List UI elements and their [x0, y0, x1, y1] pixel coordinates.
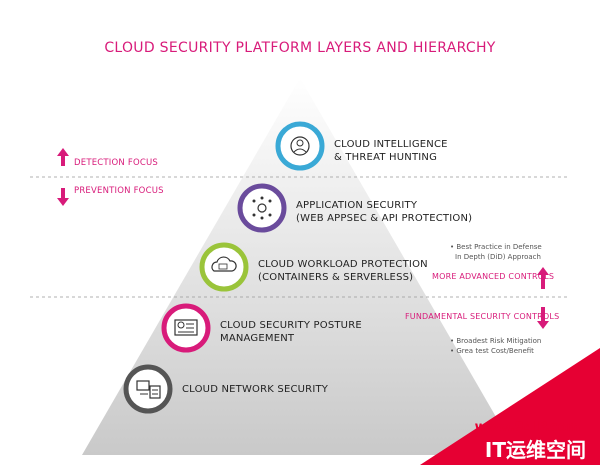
- layer-4-label: CLOUD SECURITY POSTURE MANAGEMENT: [220, 319, 362, 345]
- watermark-url: www.94IP.com: [474, 420, 580, 435]
- note-2-line1: • Broadest Risk Mitigation: [450, 337, 542, 345]
- layer-3-label: CLOUD WORKLOAD PROTECTION (CONTAINERS & …: [258, 258, 428, 284]
- watermark-ribbon: [420, 348, 600, 465]
- layer-4-line1: CLOUD SECURITY POSTURE: [220, 320, 362, 331]
- layer-2-label: APPLICATION SECURITY (WEB APPSEC & API P…: [296, 199, 472, 225]
- layer-5-line1: CLOUD NETWORK SECURITY: [182, 384, 329, 395]
- layer-1-line2: & THREAT HUNTING: [334, 152, 438, 163]
- layer-5-label: CLOUD NETWORK SECURITY: [182, 383, 328, 396]
- note-1-line2: In Depth (DiD) Approach: [455, 253, 541, 261]
- layer-3-line2: (CONTAINERS & SERVERLESS): [258, 272, 414, 283]
- layer-2-line2: (WEB APPSEC & API PROTECTION): [296, 213, 473, 224]
- diagram-title: CLOUD SECURITY PLATFORM LAYERS AND HIERA…: [104, 40, 496, 56]
- pyramid-shape: [82, 78, 518, 455]
- note-2-line2: • Grea test Cost/Benefit: [450, 347, 534, 355]
- threat-hunting-icon: [275, 121, 325, 171]
- prevention-arrow-down-icon: [57, 188, 69, 206]
- watermark-brand: IT运维空间: [484, 438, 586, 462]
- network-servers-icon: [123, 364, 173, 414]
- prevention-focus-label: PREVENTION FOCUS: [74, 186, 164, 196]
- layer-3-line1: CLOUD WORKLOAD PROTECTION: [258, 259, 428, 270]
- fundamental-security-controls-label: FUNDAMENTAL SECURITY CONTROLS: [405, 312, 560, 321]
- note-1-line1: • Best Practice in Defense: [450, 243, 542, 251]
- fundamental-controls-arrow-down-icon: [537, 307, 549, 329]
- cloud-workload-icon: [199, 242, 249, 292]
- layer-1-label: CLOUD INTELLIGENCE & THREAT HUNTING: [334, 138, 448, 164]
- more-advanced-controls-label: MORE ADVANCED CONTROLS: [432, 272, 555, 281]
- defense-in-depth-note: • Best Practice in Defense In Depth (DiD…: [450, 242, 542, 262]
- layer-1-line1: CLOUD INTELLIGENCE: [334, 139, 448, 150]
- risk-mitigation-note: • Broadest Risk Mitigation • Grea test C…: [450, 336, 541, 356]
- application-network-icon: [237, 183, 287, 233]
- detection-focus-label: DETECTION FOCUS: [74, 158, 158, 168]
- layer-2-line1: APPLICATION SECURITY: [296, 200, 418, 211]
- layer-4-line2: MANAGEMENT: [220, 333, 295, 344]
- more-controls-arrow-up-icon: [537, 267, 549, 289]
- detection-arrow-up-icon: [57, 148, 69, 166]
- posture-dashboard-icon: [161, 303, 211, 353]
